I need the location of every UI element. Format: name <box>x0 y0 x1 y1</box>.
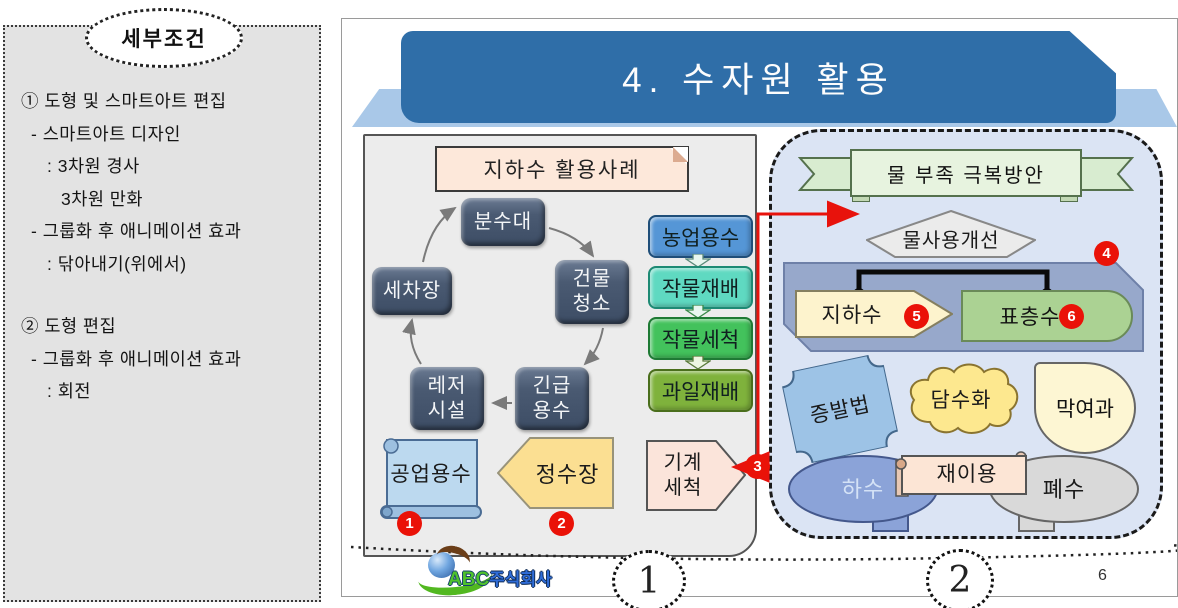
badge-4: 4 <box>1094 241 1119 266</box>
scroll-shape <box>895 451 1027 497</box>
condition-line: ① 도형 및 스마트아트 편집 <box>21 91 227 111</box>
reuse-scroll-shape: 재이용 <box>894 450 1032 500</box>
cycle-node-building-clean: 건물 청소 <box>555 260 629 324</box>
groundwater-header-label: 지하수 활용사례 <box>483 159 641 182</box>
desalination-label: 담수화 <box>930 389 992 412</box>
slide-title: 4. 수자원 활용 <box>622 60 895 100</box>
node-label: 긴급 <box>532 374 572 397</box>
chain-box-agriculture-water: 농업용수 <box>648 215 753 258</box>
scroll-shape <box>380 438 482 519</box>
industrial-water-scroll-shape: 공업용수 <box>377 432 485 524</box>
water-use-improve-shape: 물사용개선 <box>864 209 1038 258</box>
folded-corner-icon <box>673 147 688 162</box>
chain-box-crop-grow: 작물재배 <box>648 266 753 309</box>
badge-6: 6 <box>1059 304 1084 329</box>
cycle-node-leisure: 레저 시설 <box>410 367 484 430</box>
groundwater-shape: 지하수 <box>795 290 954 338</box>
conditions-panel: 세부조건 ① 도형 및 스마트아트 편집 - 스마트아트 디자인 : 3차원 경… <box>3 8 321 602</box>
sewage-label: 하수 <box>841 477 885 502</box>
ribbon-banner: 물 부족 극복방안 <box>850 149 1082 197</box>
badge-5: 5 <box>904 304 929 329</box>
surface-water-shape: 표층수 <box>961 290 1133 342</box>
groundwater-header-shape: 지하수 활용사례 <box>435 146 689 192</box>
cloud-shape <box>909 363 1019 434</box>
condition-line: : 닦아내기(위에서) <box>47 253 187 274</box>
condition-line: : 회전 <box>47 381 91 401</box>
condition-line: : 3차원 경사 <box>47 156 140 176</box>
down-arrow-icon <box>685 305 711 318</box>
condition-line: - 스마트아트 디자인 <box>31 123 181 144</box>
down-arrow-icon <box>685 356 711 369</box>
logo-abc: ABC <box>448 569 490 590</box>
group-circle-1: 1 <box>612 550 686 608</box>
cycle-arrows <box>402 206 604 410</box>
logo-company-name: 주식회사 <box>489 570 552 589</box>
badge-2: 2 <box>549 511 574 536</box>
ribbon-tail-right <box>1074 157 1134 191</box>
logo-text: ABC주식회사 <box>448 565 552 591</box>
condition-line: - 그룹화 후 애니메이션 효과 <box>31 348 242 369</box>
group-circle-2: 2 <box>926 549 994 608</box>
condition-line: ② 도형 편집 <box>21 316 117 336</box>
conditions-title: 세부조건 <box>121 28 207 51</box>
purification-plant-shape: 정수장 <box>496 437 614 509</box>
left-pentagon-shape <box>496 437 614 509</box>
chain-box-crop-wash: 작물세척 <box>648 317 753 360</box>
machine-wash-shape: 기계 세척 <box>646 440 747 511</box>
slide: 4. 수자원 활용 지하수 활용사례 <box>341 18 1178 608</box>
chain-box-fruit-grow: 과일재배 <box>648 369 753 412</box>
water-use-improve-label: 물사용개선 <box>902 229 1000 252</box>
groundwater-usage-diagram: 지하수 활용사례 분수대 건물 청소 세차장 긴급 용수 레저 시설 농업용수 <box>363 134 757 557</box>
node-label: 청소 <box>572 293 612 315</box>
badge-3: 3 <box>745 454 770 479</box>
condition-line: 3차원 만화 <box>61 188 143 209</box>
conditions-title-badge: 세부조건 <box>85 8 243 68</box>
industrial-water-label: 공업용수 <box>390 463 472 486</box>
hexagon-shape <box>864 209 1038 258</box>
water-shortage-diagram: 물 부족 극복방안 물사용개선 4 <box>769 129 1163 539</box>
cycle-node-carwash: 세차장 <box>372 267 452 315</box>
node-label: 세차장 <box>382 279 442 302</box>
node-label: 건물 <box>572 268 612 290</box>
conditions-text: ① 도형 및 스마트아트 편집 - 스마트아트 디자인 : 3차원 경사 3차원… <box>15 85 315 408</box>
node-label: 시설 <box>427 399 467 422</box>
slide-title-banner: 4. 수자원 활용 <box>401 31 1116 123</box>
membrane-filter-label: 막여과 <box>1056 398 1114 421</box>
node-label: 용수 <box>532 399 572 422</box>
cycle-node-fountain: 분수대 <box>461 198 545 246</box>
group-number: 2 <box>948 560 972 601</box>
right-pentagon-shape <box>646 440 747 511</box>
company-logo: ABC주식회사 <box>416 542 552 599</box>
down-arrow-icon <box>685 254 711 267</box>
node-label: 레저 <box>427 374 467 397</box>
desalination-shape: 담수화 <box>900 358 1022 440</box>
machine-wash-label: 기계 세척 <box>663 451 703 499</box>
ribbon-tail-left <box>798 157 858 191</box>
condition-line: - 그룹화 후 애니메이션 효과 <box>31 221 242 241</box>
reuse-label: 재이용 <box>936 463 998 486</box>
page-number: 6 <box>1098 567 1107 584</box>
group-number: 1 <box>637 560 661 602</box>
wastewater-label: 폐수 <box>1042 477 1086 502</box>
membrane-filter-shape: 막여과 <box>1034 362 1136 454</box>
badge-1: 1 <box>397 511 422 536</box>
node-label: 분수대 <box>473 210 533 233</box>
purification-label: 정수장 <box>535 462 600 487</box>
groundwater-label: 지하수 <box>821 304 883 327</box>
cycle-node-emergency-water: 긴급 용수 <box>515 367 589 430</box>
